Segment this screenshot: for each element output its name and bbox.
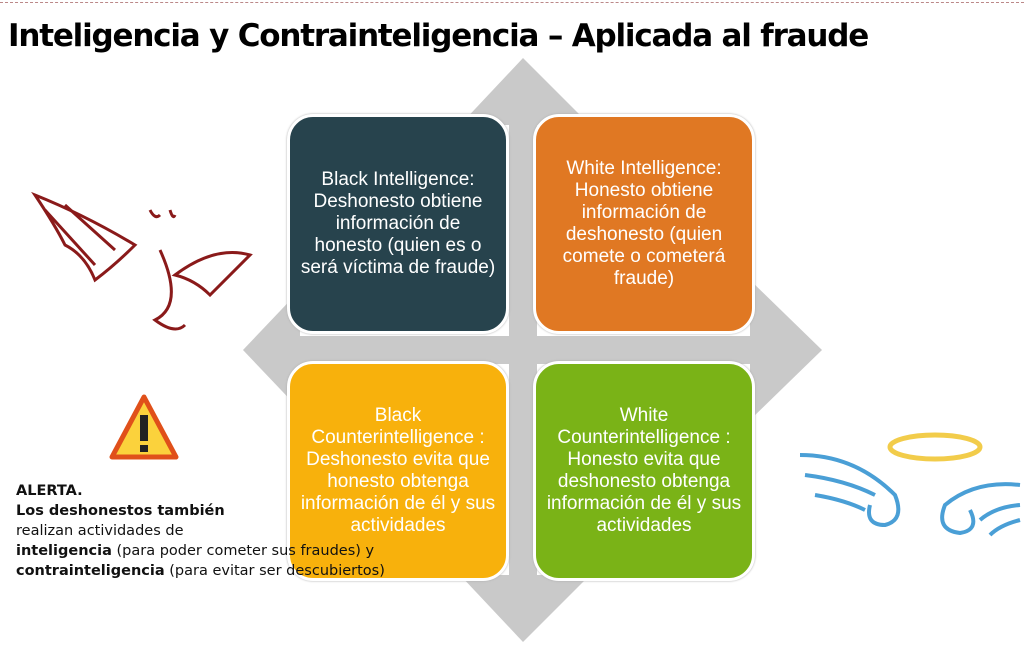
alert-heading: ALERTA. bbox=[16, 483, 83, 499]
alert-line1: Los deshonestos también bbox=[16, 503, 225, 519]
quadrant-black-intelligence: Black Intelligence: Deshonesto obtiene i… bbox=[287, 114, 509, 334]
devil-wings-icon bbox=[31, 191, 253, 331]
alert-bold-contrainteligencia: contrainteligencia bbox=[16, 563, 165, 579]
angel-wings-icon bbox=[799, 432, 1021, 537]
quadrant-black-counterintelligence: Black Counterintelligence : Deshonesto e… bbox=[287, 361, 509, 581]
alert-text: ALERTA. Los deshonestos también realizan… bbox=[16, 481, 385, 581]
alert-line3: (para poder cometer sus fraudes) y bbox=[111, 543, 375, 559]
alert-bold-inteligencia: inteligencia bbox=[16, 543, 112, 559]
slide-title: Inteligencia y Contrainteligencia – Apli… bbox=[8, 18, 869, 54]
warning-icon bbox=[109, 394, 179, 460]
alert-line2: realizan actividades de bbox=[16, 523, 184, 539]
quadrant-white-counterintelligence: White Counterintelligence : Honesto evit… bbox=[533, 361, 755, 581]
quadrant-white-intelligence: White Intelligence: Honesto obtiene info… bbox=[533, 114, 755, 334]
alert-line4: (para evitar ser descubiertos) bbox=[164, 563, 385, 579]
top-dashed-border bbox=[0, 2, 1024, 3]
